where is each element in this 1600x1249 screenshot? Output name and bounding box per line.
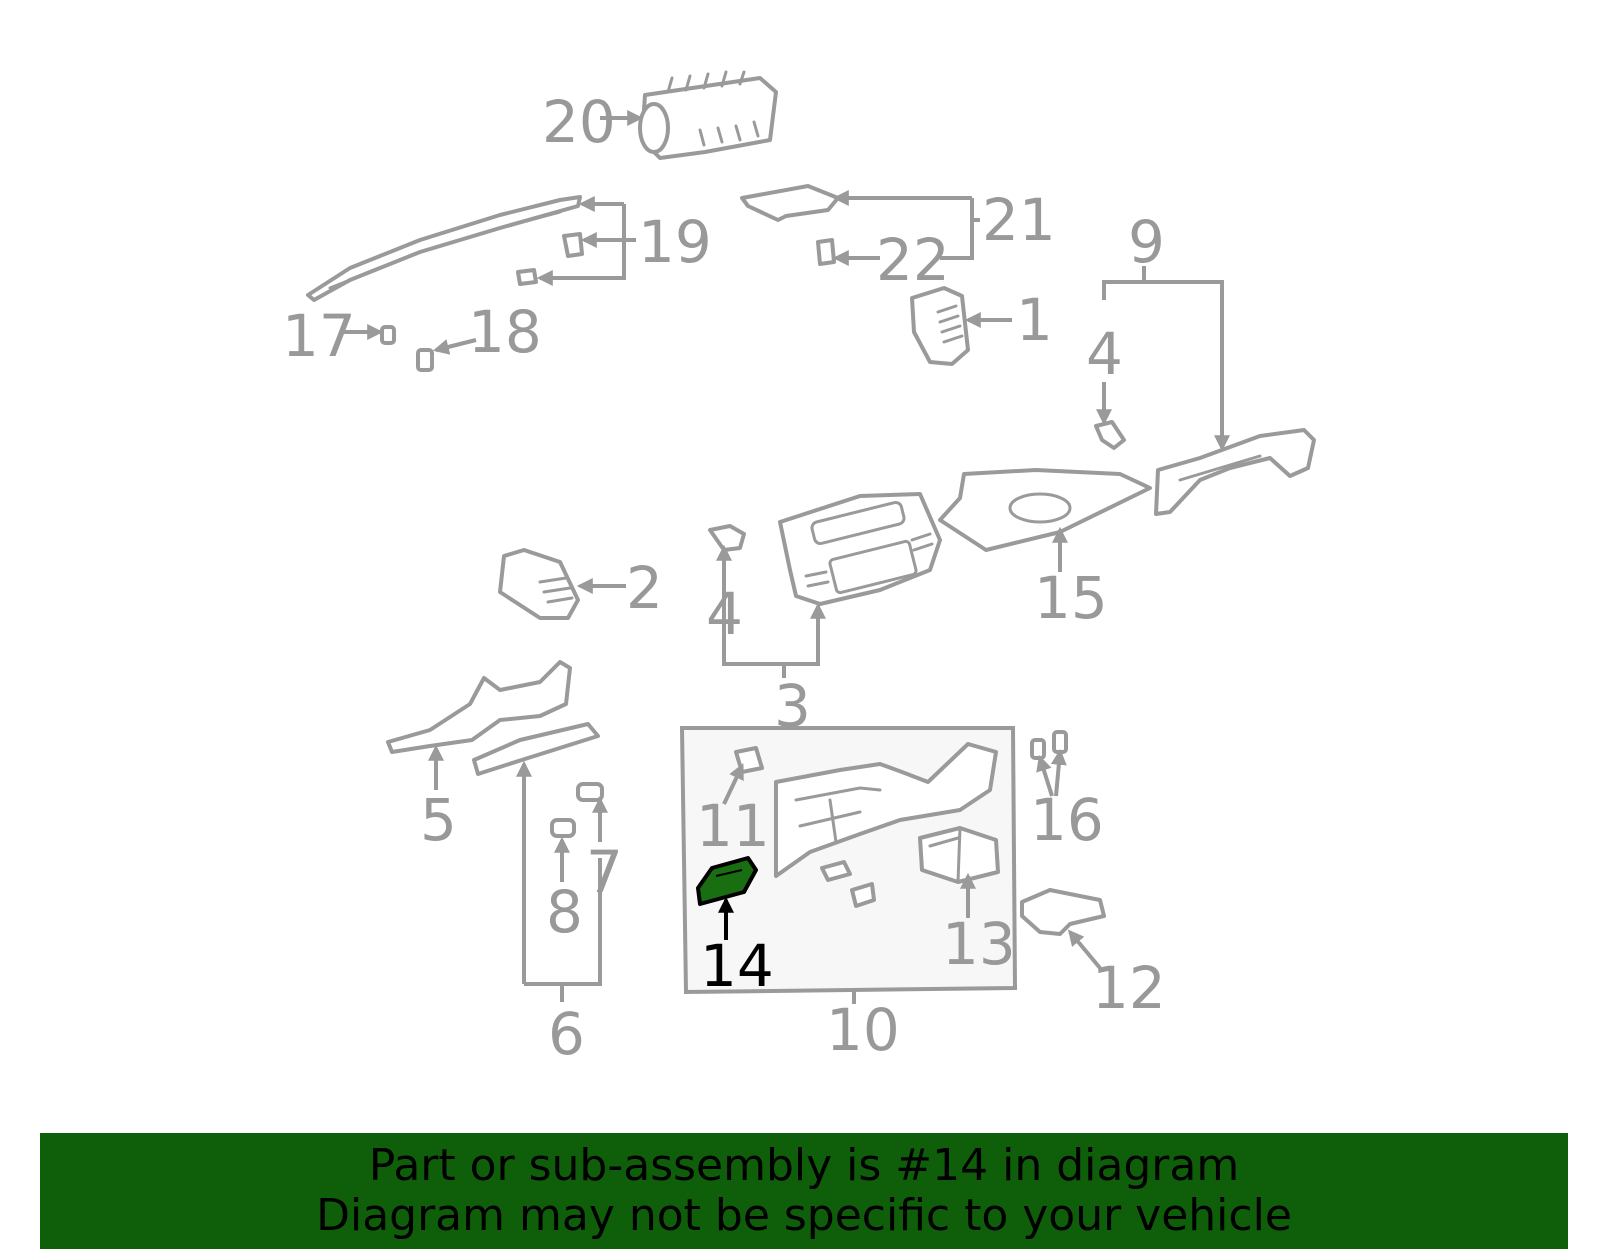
part-14-highlighted[interactable] <box>696 856 758 906</box>
callout-21[interactable]: 21 <box>982 186 1056 254</box>
callout-20[interactable]: 20 <box>542 88 616 156</box>
notice-banner: Part or sub-assembly is #14 in diagram D… <box>40 1133 1568 1249</box>
part-17-clip[interactable] <box>380 325 396 345</box>
callout-4-lower[interactable]: 4 <box>706 580 743 648</box>
part-6-brace[interactable] <box>472 722 600 776</box>
part-19-clip[interactable] <box>516 232 584 286</box>
callout-18[interactable]: 18 <box>468 298 542 366</box>
part-5-bracket[interactable] <box>386 660 572 754</box>
callout-13[interactable]: 13 <box>942 910 1016 978</box>
part-16-clips[interactable] <box>1030 730 1068 760</box>
callout-16[interactable]: 16 <box>1030 786 1104 854</box>
part-15-panel[interactable] <box>938 468 1152 552</box>
part-22-clip[interactable] <box>816 238 836 266</box>
callout-10[interactable]: 10 <box>826 996 900 1064</box>
callout-6[interactable]: 6 <box>548 1000 585 1068</box>
part-21-panel[interactable] <box>740 184 840 222</box>
part-20-airbag[interactable] <box>638 70 778 160</box>
notice-line-1: Part or sub-assembly is #14 in diagram <box>368 1140 1240 1191</box>
part-4-clip-lower[interactable] <box>708 524 746 552</box>
callout-8[interactable]: 8 <box>546 878 583 946</box>
callout-2[interactable]: 2 <box>626 554 663 622</box>
part-10-small-clip-a[interactable] <box>820 860 852 882</box>
notice-line-2: Diagram may not be specific to your vehi… <box>316 1190 1292 1241</box>
callout-22[interactable]: 22 <box>876 226 950 294</box>
leader-lines <box>340 110 1230 1004</box>
part-12-tray[interactable] <box>1020 888 1106 936</box>
part-10-small-clip-b[interactable] <box>850 882 876 908</box>
part-7-clip[interactable] <box>576 782 604 802</box>
part-8-clip[interactable] <box>550 818 576 838</box>
part-2-vent[interactable] <box>498 548 580 620</box>
callout-12[interactable]: 12 <box>1092 954 1166 1022</box>
part-9-duct[interactable] <box>1154 428 1316 516</box>
part-1-vent[interactable] <box>910 286 970 366</box>
callout-4-upper[interactable]: 4 <box>1086 320 1123 388</box>
callout-1[interactable]: 1 <box>1016 286 1053 354</box>
part-3-center-bezel[interactable] <box>778 492 942 606</box>
callout-14[interactable]: 14 <box>700 932 774 1000</box>
part-4-clip-upper[interactable] <box>1094 420 1126 450</box>
callout-5[interactable]: 5 <box>420 786 457 854</box>
callout-7[interactable]: 7 <box>586 838 623 906</box>
part-13-box[interactable] <box>918 826 1000 884</box>
callout-9[interactable]: 9 <box>1128 208 1165 276</box>
callout-17[interactable]: 17 <box>282 302 356 370</box>
part-19-trim-strip[interactable] <box>306 195 582 302</box>
callout-15[interactable]: 15 <box>1034 564 1108 632</box>
callout-19[interactable]: 19 <box>638 208 712 276</box>
callout-11[interactable]: 11 <box>696 792 770 860</box>
callout-3[interactable]: 3 <box>774 672 811 740</box>
part-10-lower-panel[interactable] <box>774 742 998 878</box>
part-18-clip[interactable] <box>416 348 434 372</box>
